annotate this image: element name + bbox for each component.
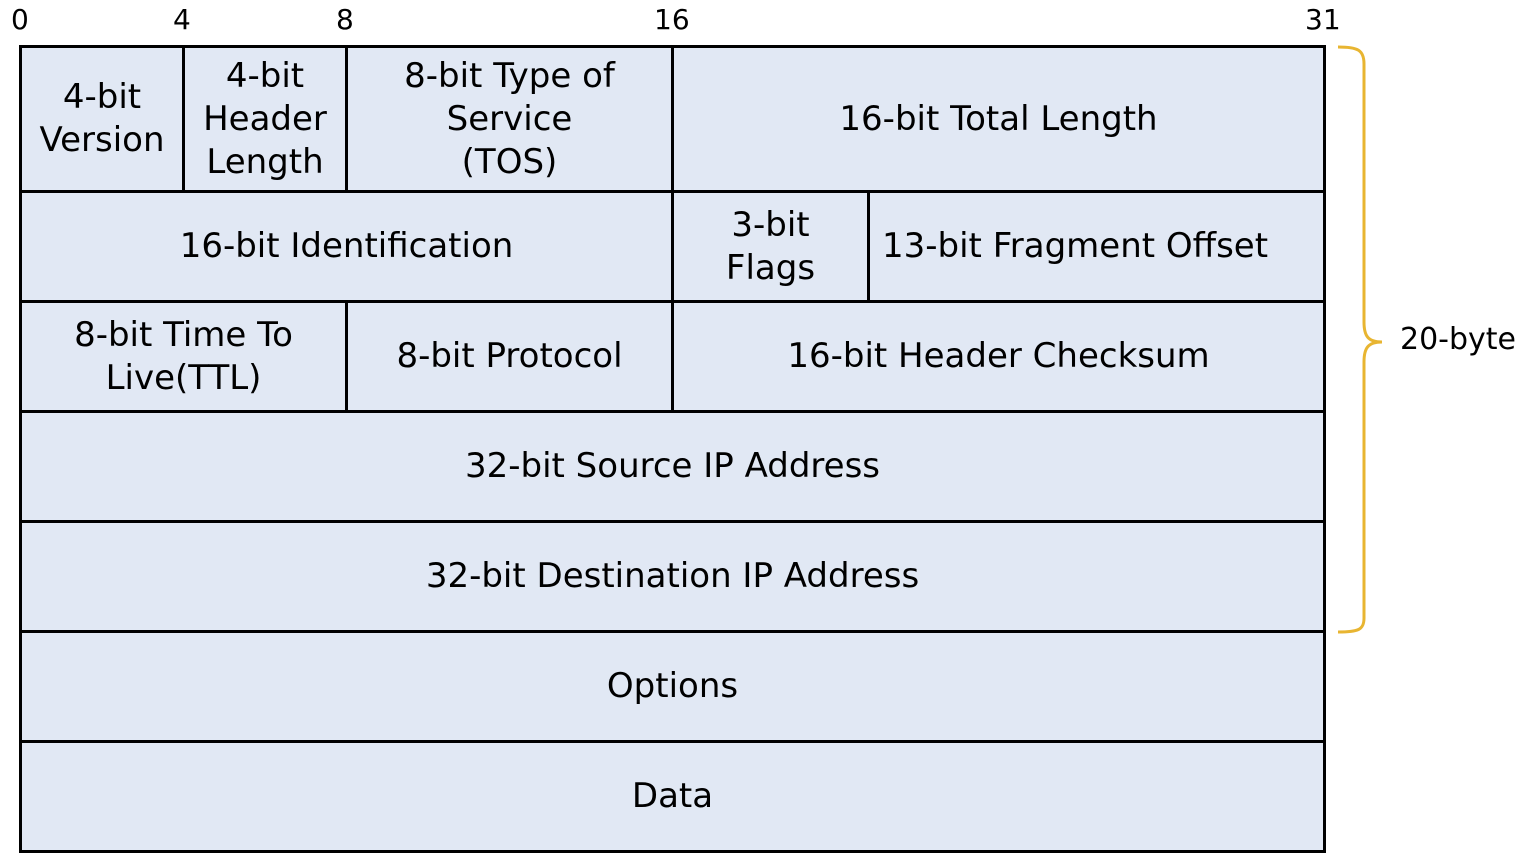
field-options-label: Options (606, 666, 739, 706)
field-header-checksum-label: 16-bit Header Checksum (787, 336, 1210, 376)
field-data-label: Data (631, 776, 714, 816)
field-options: Options (19, 630, 1326, 743)
field-version: 4-bit Version (19, 45, 185, 193)
field-identification: 16-bit Identification (19, 190, 674, 303)
field-destination-ip-label: 32-bit Destination IP Address (425, 556, 920, 596)
header-size-brace (1337, 45, 1383, 634)
field-type-of-service-label: 8-bit Type of Service (TOS) (404, 55, 615, 182)
field-source-ip-label: 32-bit Source IP Address (464, 446, 881, 486)
header-size-label: 20-byte (1400, 322, 1516, 357)
brace-path (1337, 45, 1383, 634)
field-fragment-offset-label: 13-bit Fragment Offset (882, 226, 1269, 266)
bit-label-8: 8 (336, 3, 354, 36)
bit-label-0: 0 (11, 3, 29, 36)
field-flags-label: 3-bit Flags (725, 204, 816, 288)
field-version-label: 4-bit Version (39, 77, 165, 160)
field-total-length-label: 16-bit Total Length (839, 98, 1158, 139)
field-type-of-service: 8-bit Type of Service (TOS) (345, 45, 674, 193)
field-total-length: 16-bit Total Length (671, 45, 1326, 193)
field-header-length-label: 4-bit Header Length (203, 55, 327, 182)
field-time-to-live-label: 8-bit Time To Live(TTL) (74, 314, 293, 398)
bit-label-31: 31 (1305, 3, 1341, 36)
field-source-ip: 32-bit Source IP Address (19, 410, 1326, 523)
field-data: Data (19, 740, 1326, 853)
bit-label-4: 4 (173, 3, 191, 36)
field-flags: 3-bit Flags (671, 190, 870, 303)
field-fragment-offset: 13-bit Fragment Offset (867, 190, 1326, 303)
field-header-length: 4-bit Header Length (182, 45, 348, 193)
field-time-to-live: 8-bit Time To Live(TTL) (19, 300, 348, 413)
field-protocol: 8-bit Protocol (345, 300, 674, 413)
bit-label-16: 16 (654, 3, 690, 36)
field-protocol-label: 8-bit Protocol (396, 336, 623, 376)
field-identification-label: 16-bit Identification (179, 226, 514, 266)
field-header-checksum: 16-bit Header Checksum (671, 300, 1326, 413)
field-destination-ip: 32-bit Destination IP Address (19, 520, 1326, 633)
